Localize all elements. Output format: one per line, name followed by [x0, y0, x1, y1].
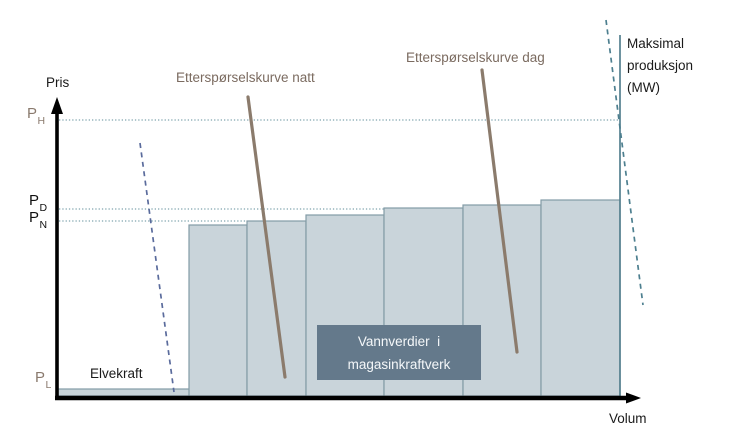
price-label-ph: PH	[27, 105, 46, 127]
day-demand-curve-label: Etterspørselskurve dag	[406, 50, 545, 65]
price-label-pd-main: P	[29, 192, 40, 209]
max-production-label: Maksimal produksjon (MW)	[627, 36, 694, 95]
supply-step-magasin-1	[188, 224, 248, 397]
y-axis-arrow	[51, 97, 63, 114]
price-label-pl-sub: L	[45, 379, 52, 391]
water-values-annotation-box: Vannverdier i magasinkraftverk	[317, 325, 481, 380]
price-label-ph-main: P	[27, 105, 38, 122]
price-label-pl-main: P	[35, 369, 46, 386]
price-label-pn: PN	[29, 209, 48, 231]
dashed-demand-guide-left	[139, 142, 175, 393]
night-demand-curve	[246, 95, 287, 379]
x-axis-title: Volum	[609, 411, 647, 426]
price-label-pn-main: P	[29, 209, 40, 226]
price-label-pd: PD	[29, 192, 48, 214]
price-label-pn-sub: N	[39, 219, 48, 231]
night-demand-curve-label: Etterspørselskurve natt	[176, 70, 315, 85]
y-axis-title: Pris	[46, 75, 70, 90]
price-label-pd-sub: D	[39, 202, 48, 214]
supply-step-elvekraft	[56, 388, 191, 397]
river-power-label: Elvekraft	[90, 366, 143, 381]
dashed-demand-guide-right	[605, 19, 644, 306]
supply-step-magasin-6	[540, 199, 621, 397]
x-axis-arrow	[626, 392, 641, 404]
price-label-ph-sub: H	[37, 115, 46, 127]
price-label-pl: PL	[35, 369, 52, 391]
day-demand-curve	[480, 68, 519, 354]
